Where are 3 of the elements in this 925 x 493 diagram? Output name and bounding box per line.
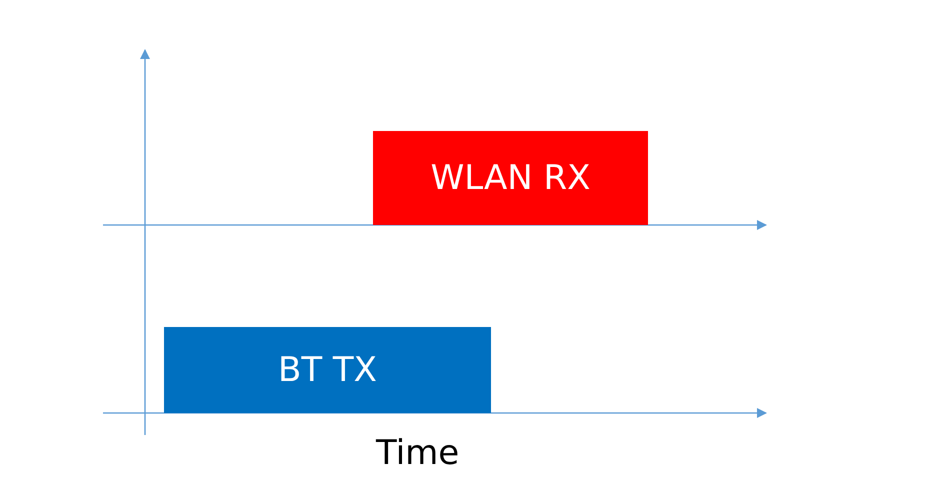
timing-bar: WLAN RX	[373, 131, 648, 225]
axis-label: Time	[376, 433, 460, 473]
timing-bar: BT TX	[164, 327, 491, 413]
